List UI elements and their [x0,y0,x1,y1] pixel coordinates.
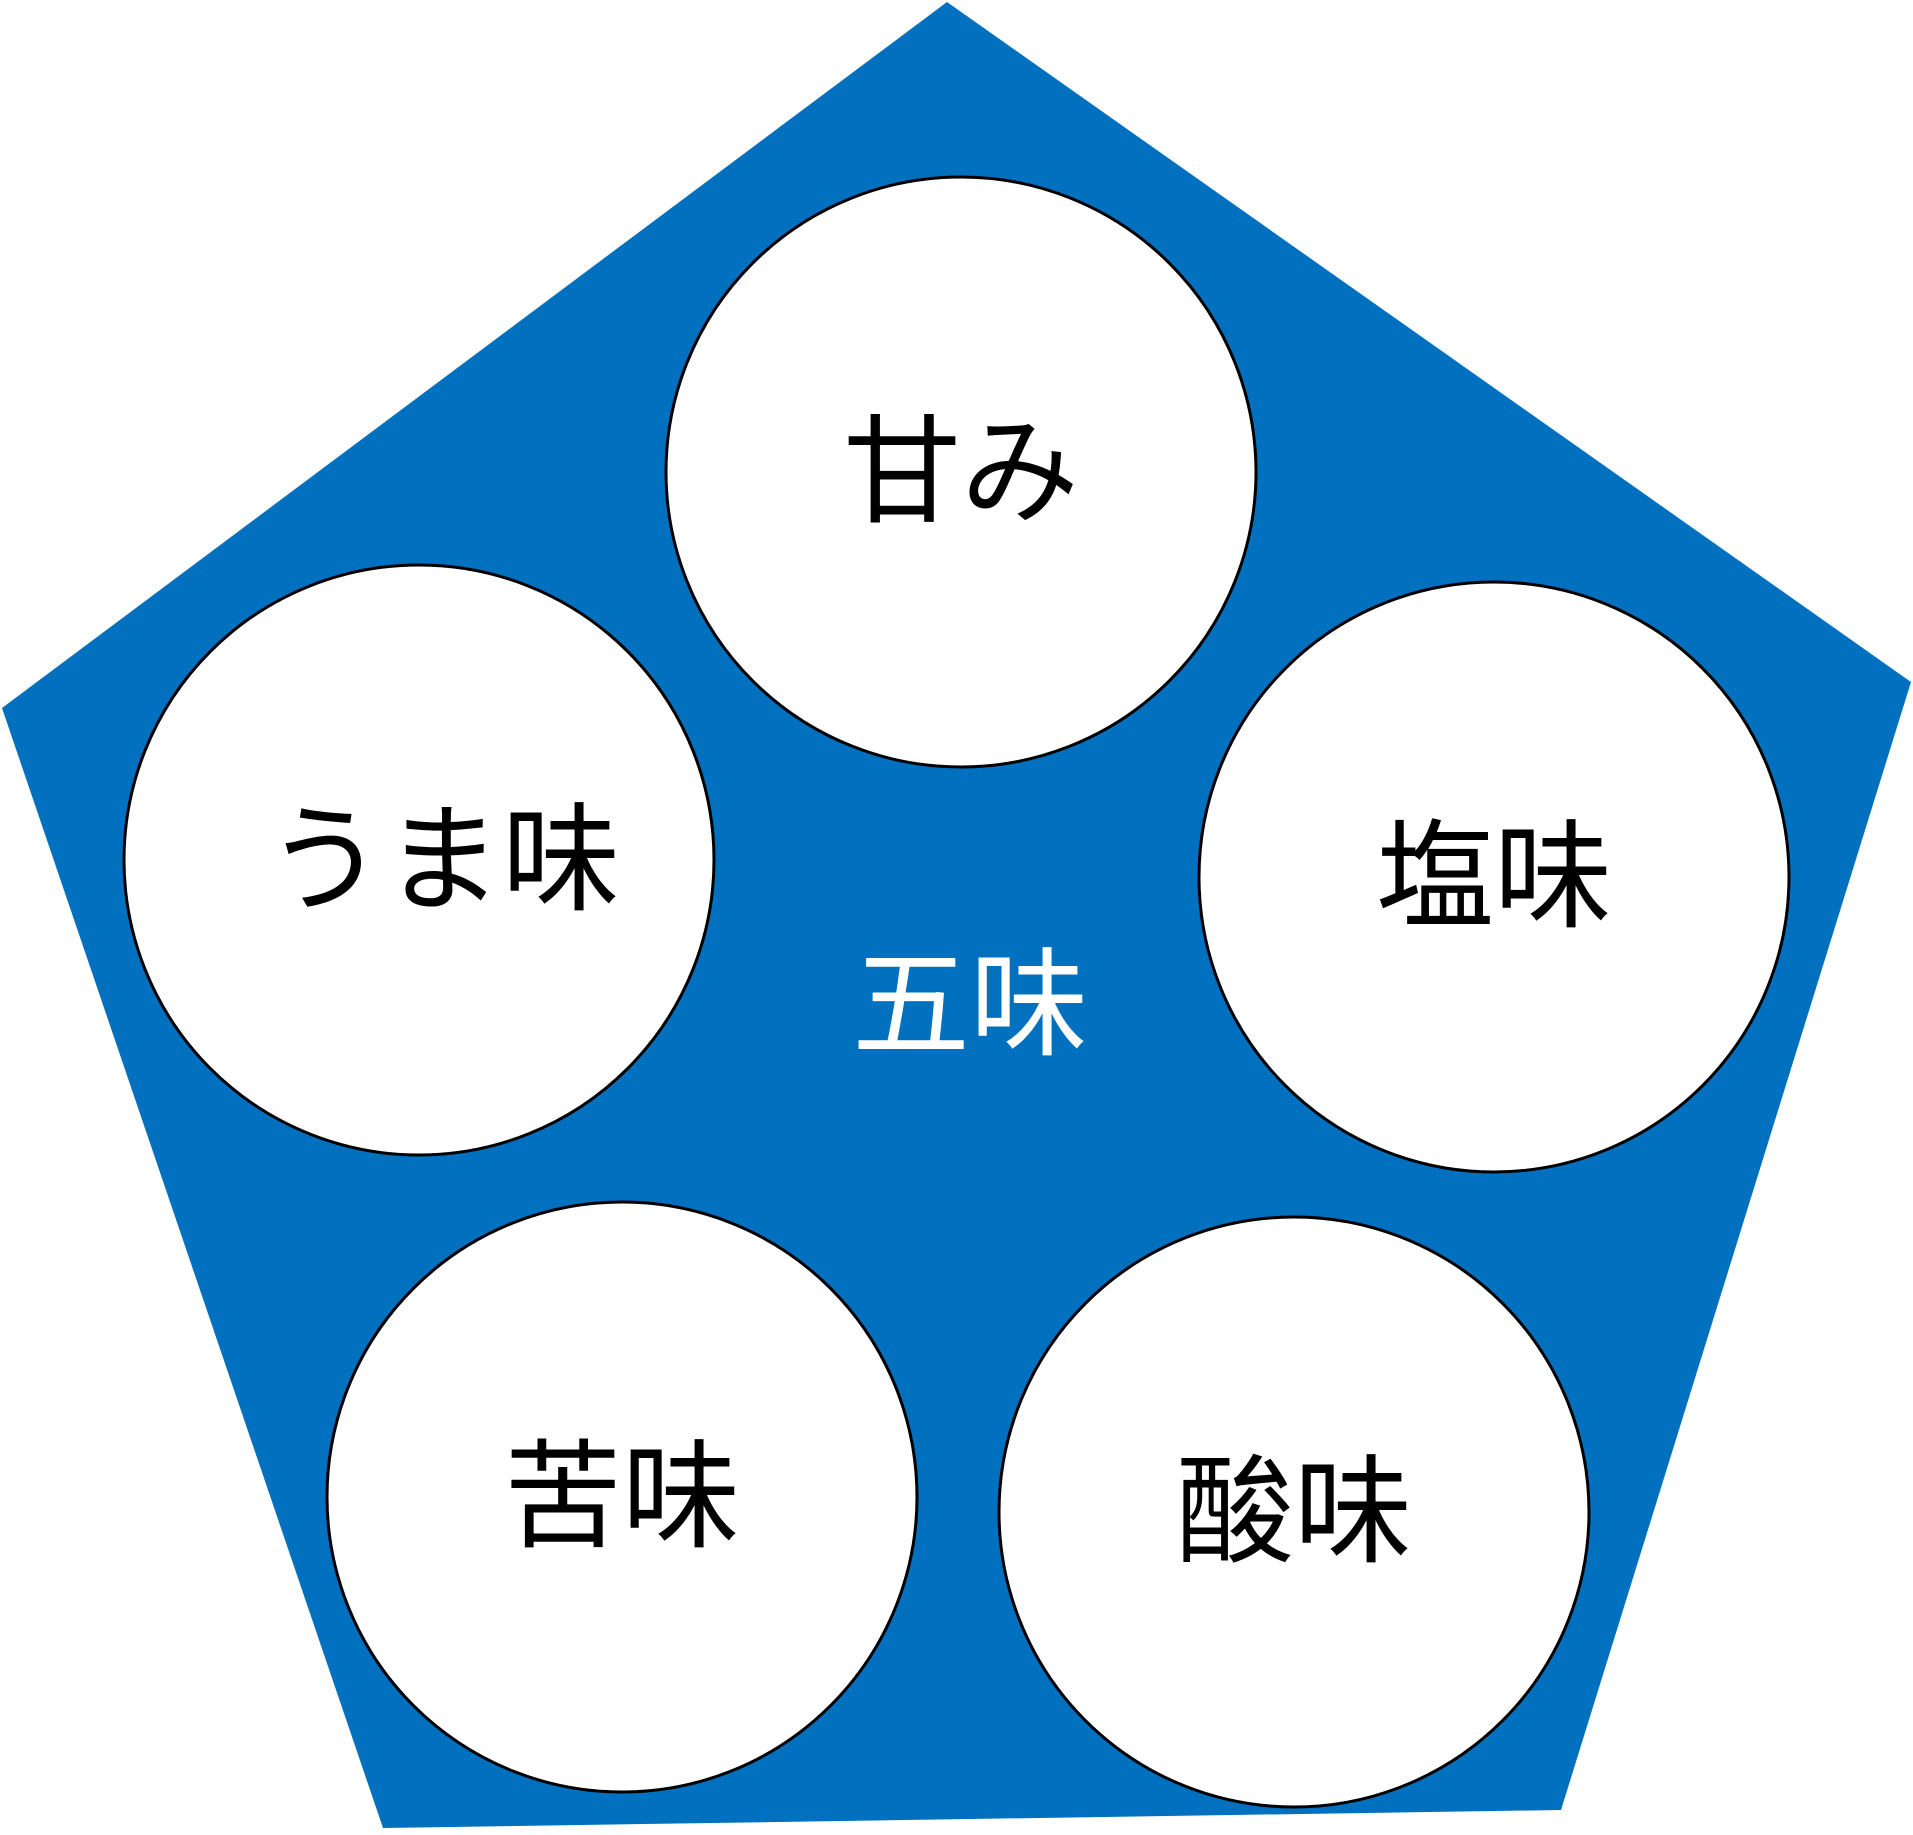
taste-circle-sour [997,1215,1591,1809]
taste-sour: 酸味 [997,1215,1591,1809]
taste-bitter: 苦味 [325,1200,919,1794]
taste-sweet: 甘み [664,175,1258,769]
taste-label-bitter: 苦味 [504,1428,740,1566]
taste-salty: 塩味 [1197,580,1791,1174]
taste-circle-umami [122,563,716,1157]
taste-label-sweet: 甘み [843,403,1079,541]
taste-circle-sweet [664,175,1258,769]
taste-label-salty: 塩味 [1376,808,1612,946]
taste-label-sour: 酸味 [1176,1443,1412,1581]
taste-circle-bitter [325,1200,919,1794]
center-label: 五味 [852,936,1088,1074]
taste-label-umami: うま味 [266,791,620,929]
taste-umami: うま味 [122,563,716,1157]
taste-circle-salty [1197,580,1791,1174]
